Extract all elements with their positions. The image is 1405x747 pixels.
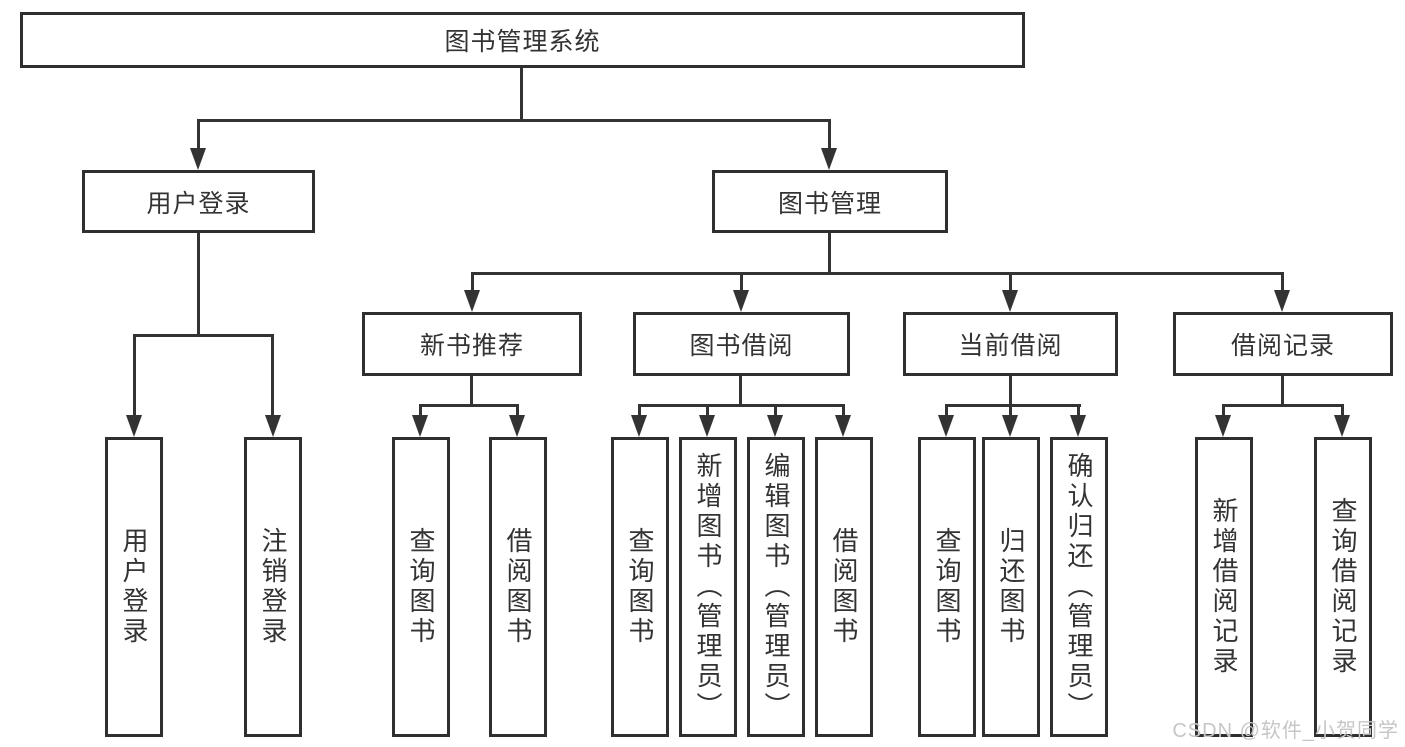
leaf-label: 编辑图书（管理员） <box>761 452 791 722</box>
leaf-query-books-recommend: 查询图书 <box>392 437 450 737</box>
line-segment <box>706 404 709 417</box>
leaf-label: 归还图书 <box>996 527 1026 647</box>
line-segment <box>842 404 845 417</box>
line-segment <box>197 119 831 122</box>
leaf-label: 查询图书 <box>406 527 436 647</box>
arrow-down-icon <box>509 415 525 437</box>
leaf-label: 用户登录 <box>119 527 149 647</box>
leaf-confirm-return-admin: 确认归还（管理员） <box>1050 437 1108 737</box>
leaf-label: 查询图书 <box>625 527 655 647</box>
line-segment <box>945 404 948 417</box>
line-segment <box>1281 376 1284 407</box>
line-segment <box>638 404 641 417</box>
leaf-label: 查询借阅记录 <box>1328 497 1358 677</box>
node-label: 借阅记录 <box>1230 332 1335 360</box>
leaf-query-books-borrowing: 查询图书 <box>611 437 669 737</box>
line-segment <box>197 233 200 336</box>
line-segment <box>133 334 136 418</box>
line-segment <box>1009 376 1012 407</box>
line-segment <box>945 404 1081 407</box>
line-segment <box>740 272 743 292</box>
line-segment <box>1222 404 1225 417</box>
arrow-down-icon <box>1274 290 1290 312</box>
node-label: 图书管理系统 <box>444 28 601 56</box>
leaf-label: 查询图书 <box>932 527 962 647</box>
line-segment <box>471 272 474 292</box>
leaf-borrow-books-recommend: 借阅图书 <box>489 437 547 737</box>
line-segment <box>1341 404 1344 417</box>
arrow-down-icon <box>126 415 142 437</box>
line-segment <box>419 404 519 407</box>
leaf-label: 借阅图书 <box>829 527 859 647</box>
node-new-book-recommendation: 新书推荐 <box>362 312 582 376</box>
node-library-management-system: 图书管理系统 <box>20 12 1025 68</box>
line-segment <box>1077 404 1080 417</box>
arrow-down-icon <box>699 415 715 437</box>
leaf-add-borrow-record: 新增借阅记录 <box>1195 437 1253 737</box>
arrow-down-icon <box>767 415 783 437</box>
node-label: 图书管理 <box>777 189 882 218</box>
line-segment <box>133 334 274 337</box>
arrow-down-icon <box>1002 290 1018 312</box>
node-label: 图书借阅 <box>689 332 794 360</box>
line-segment <box>520 68 523 119</box>
arrow-down-icon <box>1215 415 1231 437</box>
line-segment <box>1009 404 1012 417</box>
arrow-down-icon <box>821 148 837 170</box>
leaf-add-books-admin: 新增图书（管理员） <box>679 437 737 737</box>
node-book-management: 图书管理 <box>712 170 948 233</box>
arrow-down-icon <box>412 415 428 437</box>
leaf-return-books: 归还图书 <box>982 437 1040 737</box>
line-segment <box>828 233 831 274</box>
arrow-down-icon <box>631 415 647 437</box>
arrow-down-icon <box>265 415 281 437</box>
node-label: 当前借阅 <box>958 332 1063 360</box>
line-segment <box>774 404 777 417</box>
leaf-borrow-books: 借阅图书 <box>815 437 873 737</box>
line-segment <box>197 119 200 150</box>
leaf-label: 注销登录 <box>258 527 288 647</box>
line-segment <box>271 334 274 418</box>
csdn-watermark: CSDN @软件_小贺同学 <box>1172 720 1399 742</box>
leaf-label: 新增借阅记录 <box>1209 497 1239 677</box>
arrow-down-icon <box>938 415 954 437</box>
line-segment <box>471 272 1284 275</box>
node-book-borrowing: 图书借阅 <box>633 312 850 376</box>
line-segment <box>739 376 742 407</box>
arrow-down-icon <box>464 290 480 312</box>
leaf-label: 借阅图书 <box>503 527 533 647</box>
line-segment <box>470 376 473 407</box>
arrow-down-icon <box>1002 415 1018 437</box>
line-segment <box>516 404 519 417</box>
leaf-query-borrow-record: 查询借阅记录 <box>1314 437 1372 737</box>
node-borrowing-records: 借阅记录 <box>1173 312 1393 376</box>
leaf-label: 新增图书（管理员） <box>693 452 723 722</box>
leaf-logout: 注销登录 <box>244 437 302 737</box>
line-segment <box>1222 404 1344 407</box>
arrow-down-icon <box>1070 415 1086 437</box>
line-segment <box>828 119 831 150</box>
arrow-down-icon <box>733 290 749 312</box>
leaf-edit-books-admin: 编辑图书（管理员） <box>747 437 805 737</box>
arrow-down-icon <box>835 415 851 437</box>
leaf-query-books-current: 查询图书 <box>918 437 976 737</box>
line-segment <box>638 404 845 407</box>
node-user-login: 用户登录 <box>82 170 315 233</box>
leaf-label: 确认归还（管理员） <box>1064 452 1094 722</box>
node-label: 新书推荐 <box>419 332 524 360</box>
arrow-down-icon <box>190 148 206 170</box>
node-label: 用户登录 <box>146 189 251 218</box>
line-segment <box>1009 272 1012 292</box>
node-current-borrowing: 当前借阅 <box>903 312 1118 376</box>
line-segment <box>1281 272 1284 292</box>
line-segment <box>419 404 422 417</box>
leaf-user-login: 用户登录 <box>105 437 163 737</box>
arrow-down-icon <box>1334 415 1350 437</box>
